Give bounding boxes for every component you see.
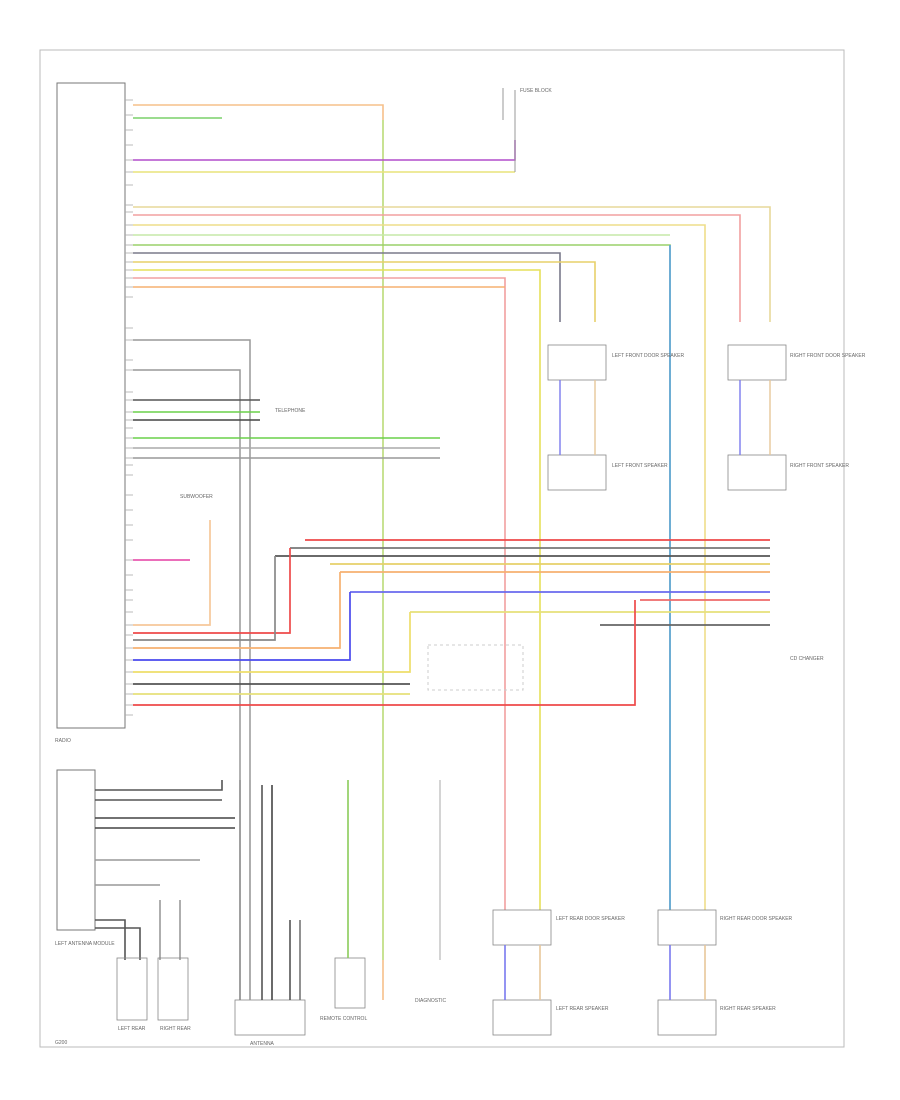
left-ant-label: LEFT ANTENNA MODULE — [55, 941, 115, 947]
wire-pink — [133, 214, 741, 322]
left-rear-label: LEFT REAR — [118, 1026, 146, 1032]
rr-speaker-label: RIGHT REAR SPEAKER — [720, 1006, 776, 1012]
right-rear-box — [157, 957, 189, 1021]
left-front-door-speaker — [547, 344, 607, 381]
rr-door-label: RIGHT REAR DOOR SPEAKER — [720, 916, 793, 922]
lf-door-label: LEFT FRONT DOOR SPEAKER — [612, 353, 684, 359]
wire-blue-radio — [133, 592, 351, 661]
mid-wires — [133, 339, 440, 780]
lr-speaker-label: LEFT REAR SPEAKER — [556, 1006, 609, 1012]
wire-red-radio — [133, 548, 291, 634]
wire-tan — [133, 206, 771, 322]
wire-gray-radio — [133, 556, 276, 641]
left-antenna-module — [56, 769, 96, 931]
ground-label: G200 — [55, 1040, 67, 1046]
antenna-box — [234, 999, 306, 1036]
radio-unit — [56, 82, 126, 729]
speaker-jumpers — [559, 380, 771, 455]
fuse-label: FUSE BLOCK — [520, 88, 552, 94]
right-front-speaker — [727, 454, 787, 491]
amplifier-box — [427, 644, 524, 691]
rf-speaker-label: RIGHT FRONT SPEAKER — [790, 463, 849, 469]
rr-speaker-box — [657, 999, 717, 1036]
lr-door-label: LEFT REAR DOOR SPEAKER — [556, 916, 625, 922]
wire-gray-b — [133, 369, 241, 780]
subwoofer-label: SUBWOOFER — [180, 494, 213, 500]
left-rear-box — [116, 957, 148, 1021]
bottom-modules — [116, 909, 717, 1036]
amp-harness — [133, 520, 770, 706]
cd-changer-label: CD CHANGER — [790, 656, 824, 662]
wire-orange-radio — [133, 572, 341, 649]
right-front-door-speaker — [727, 344, 787, 381]
wire-yellow2 — [133, 269, 541, 910]
wire-yellow-radio — [133, 612, 411, 673]
wire-lightorange-radio — [133, 520, 211, 626]
radio-pin-ticks — [125, 99, 133, 716]
left-front-speaker — [547, 454, 607, 491]
remote-label: REMOTE CONTROL — [320, 1016, 367, 1022]
lr-speaker-box — [492, 999, 552, 1036]
front-speakers — [547, 344, 787, 491]
diagram-frame — [39, 49, 845, 1048]
wire-yellow1 — [133, 261, 596, 322]
wire-orange-top — [133, 104, 384, 1000]
antenna-label: ANTENNA — [250, 1041, 275, 1047]
rf-door-label: RIGHT FRONT DOOR SPEAKER — [790, 353, 866, 359]
lf-speaker-label: LEFT FRONT SPEAKER — [612, 463, 668, 469]
wire-red-bottom — [133, 600, 636, 706]
antenna-module-wires — [95, 780, 235, 960]
wire-purple — [133, 140, 516, 161]
wire-red1 — [133, 277, 506, 910]
speaker-harness — [133, 206, 771, 910]
radio-label: RADIO — [55, 738, 71, 744]
wire-lightyellow — [133, 224, 706, 910]
remote-box — [334, 957, 366, 1009]
telephone-label: TELEPHONE — [275, 408, 306, 414]
lr-door-speaker-box — [492, 909, 552, 946]
diagnostic-label: DIAGNOSTIC — [415, 998, 447, 1004]
wire-darkgray1 — [133, 252, 561, 322]
rr-door-speaker-box — [657, 909, 717, 946]
right-rear-label: RIGHT REAR — [160, 1026, 191, 1032]
bottom-wires — [239, 780, 706, 1000]
